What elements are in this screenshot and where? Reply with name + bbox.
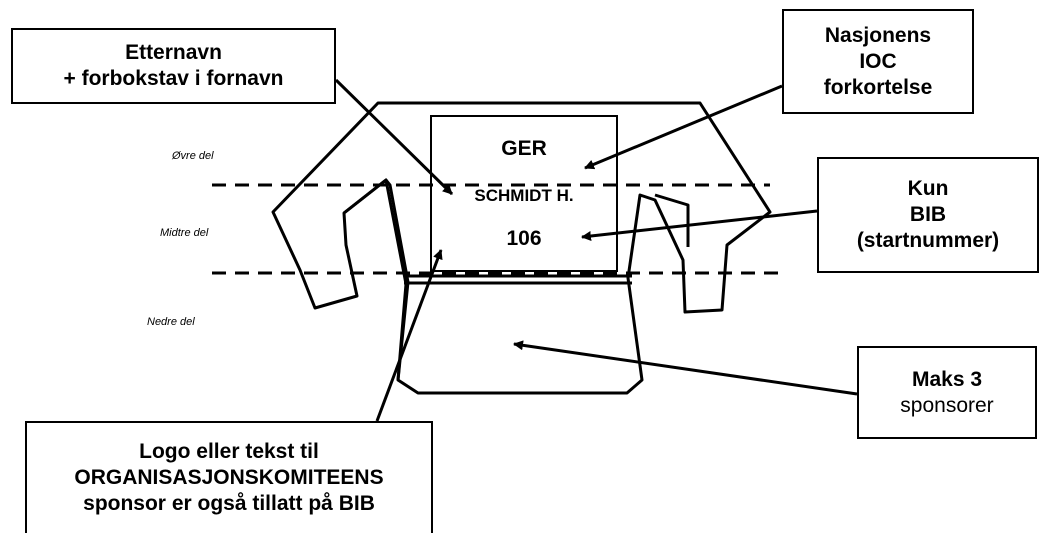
jersey-body bbox=[271, 101, 772, 395]
callout-name-line2: + forbokstav i fornavn bbox=[63, 67, 284, 90]
bib-number: 106 bbox=[506, 227, 542, 250]
callout-bib-line3: (startnummer) bbox=[856, 229, 1000, 252]
zone-upper-label: Øvre del bbox=[172, 150, 214, 162]
callout-bib: Kun BIB (startnummer) bbox=[817, 157, 1039, 273]
bib-name: SCHMIDT H. bbox=[474, 186, 574, 205]
callout-name: Etternavn + forbokstav i fornavn bbox=[11, 28, 336, 104]
bib-country: GER bbox=[501, 137, 547, 160]
callout-organizer-line2: ORGANISASJONSKOMITEENS bbox=[74, 466, 384, 489]
callout-sponsors: Maks 3 sponsorer bbox=[857, 346, 1037, 439]
arrow-bib bbox=[581, 209, 818, 241]
callout-ioc-line3: forkortelse bbox=[823, 75, 933, 99]
callout-ioc-line1: Nasjonens bbox=[824, 23, 932, 47]
callout-organizer-line3: sponsor er også tillatt på BIB bbox=[83, 492, 375, 515]
right-sleeve bbox=[654, 193, 690, 247]
bib-panel bbox=[430, 115, 618, 272]
callout-bib-line2: BIB bbox=[909, 203, 947, 226]
arrow-ioc bbox=[584, 84, 783, 170]
callout-bib-line1: Kun bbox=[907, 177, 949, 200]
zone-lower-label: Nedre del bbox=[147, 316, 195, 328]
callout-sponsors-line2: sponsorer bbox=[900, 393, 994, 417]
callout-organizer-line1: Logo eller tekst til bbox=[139, 440, 319, 463]
arrow-name bbox=[334, 78, 454, 196]
callout-organizer: Logo eller tekst til ORGANISASJONSKOMITE… bbox=[25, 421, 433, 533]
callout-sponsors-line1: Maks 3 bbox=[911, 367, 983, 391]
left-sleeve bbox=[343, 178, 408, 381]
zone-middle-label: Midtre del bbox=[160, 227, 209, 239]
arrow-organizer bbox=[375, 249, 443, 422]
callout-ioc: Nasjonens IOC forkortelse bbox=[782, 9, 974, 114]
arrow-sponsors bbox=[513, 340, 858, 396]
callout-ioc-line2: IOC bbox=[859, 49, 897, 73]
callout-name-line1: Etternavn bbox=[125, 41, 222, 64]
